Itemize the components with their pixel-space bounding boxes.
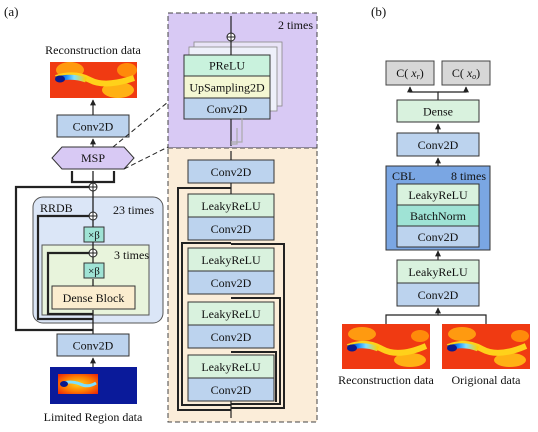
dense-unit-2-activation: LeakyReLU — [201, 253, 261, 267]
dense-unit-3-activation: LeakyReLU — [201, 307, 261, 321]
dense-block: Dense Block — [63, 291, 125, 305]
limited-region-image — [50, 367, 137, 404]
dense-unit-4-activation: LeakyReLU — [201, 360, 261, 374]
cbl-label: CBL — [392, 169, 415, 183]
cbl-leakyrelu: LeakyReLU — [408, 188, 468, 202]
upsampling-block: UpSampling2D — [189, 81, 265, 95]
limited-region-title: Limited Region data — [44, 410, 143, 424]
msp-block: MSP — [81, 151, 105, 165]
dense-unit-3-conv: Conv2D — [211, 330, 252, 344]
rrdb-repeat-label: 23 times — [113, 203, 154, 217]
b-conv2d-top: Conv2D — [418, 138, 459, 152]
output-box-reconstruction: C( xr) — [396, 66, 423, 81]
top-conv2d-block: Conv2D — [73, 120, 114, 134]
dense-unit-1-activation: LeakyReLU — [201, 199, 261, 213]
dense-unit-4: LeakyReLU Conv2D — [187, 354, 275, 402]
prelu-block: PReLU — [209, 59, 245, 73]
msp-conv2d-block: Conv2D — [207, 102, 248, 116]
b-leakyrelu: LeakyReLU — [408, 265, 468, 279]
b-reconstruction-caption: Reconstruction data — [338, 373, 434, 387]
output-box-original: C( xo) — [452, 66, 480, 81]
rrdb-label: RRDB — [40, 201, 73, 215]
msp-repeat-label: 2 times — [278, 18, 313, 32]
dense-top-conv2d: Conv2D — [211, 165, 252, 179]
cbl-batchnorm: BatchNorm — [410, 209, 467, 223]
dense-unit-4-conv: Conv2D — [211, 383, 252, 397]
panel-b-label: (b) — [371, 4, 386, 19]
panel-a-label: (a) — [4, 4, 18, 19]
b-reconstruction-image — [342, 324, 430, 369]
dense-unit-2: LeakyReLU Conv2D — [187, 247, 275, 295]
b-original-image — [442, 324, 530, 369]
b-original-caption: Origional data — [452, 373, 522, 387]
dense-layer-block: Dense — [423, 105, 453, 119]
dense-unit-1-conv: Conv2D — [211, 222, 252, 236]
dense-unit-1: LeakyReLU Conv2D — [187, 193, 275, 241]
dense-unit-2-conv: Conv2D — [211, 276, 252, 290]
cbl-repeat-label: 8 times — [451, 169, 486, 183]
bottom-conv2d-block: Conv2D — [73, 339, 114, 353]
dense-unit-3: LeakyReLU Conv2D — [187, 301, 275, 349]
reconstruction-image — [50, 62, 137, 98]
cbl-conv2d: Conv2D — [418, 230, 459, 244]
reconstruction-title: Reconstruction data — [45, 43, 141, 57]
beta-block-inner: ×β — [88, 266, 100, 278]
beta-block-outer: ×β — [88, 230, 100, 242]
inner-repeat-label: 3 times — [114, 248, 149, 262]
b-conv2d-bottom: Conv2D — [418, 288, 459, 302]
